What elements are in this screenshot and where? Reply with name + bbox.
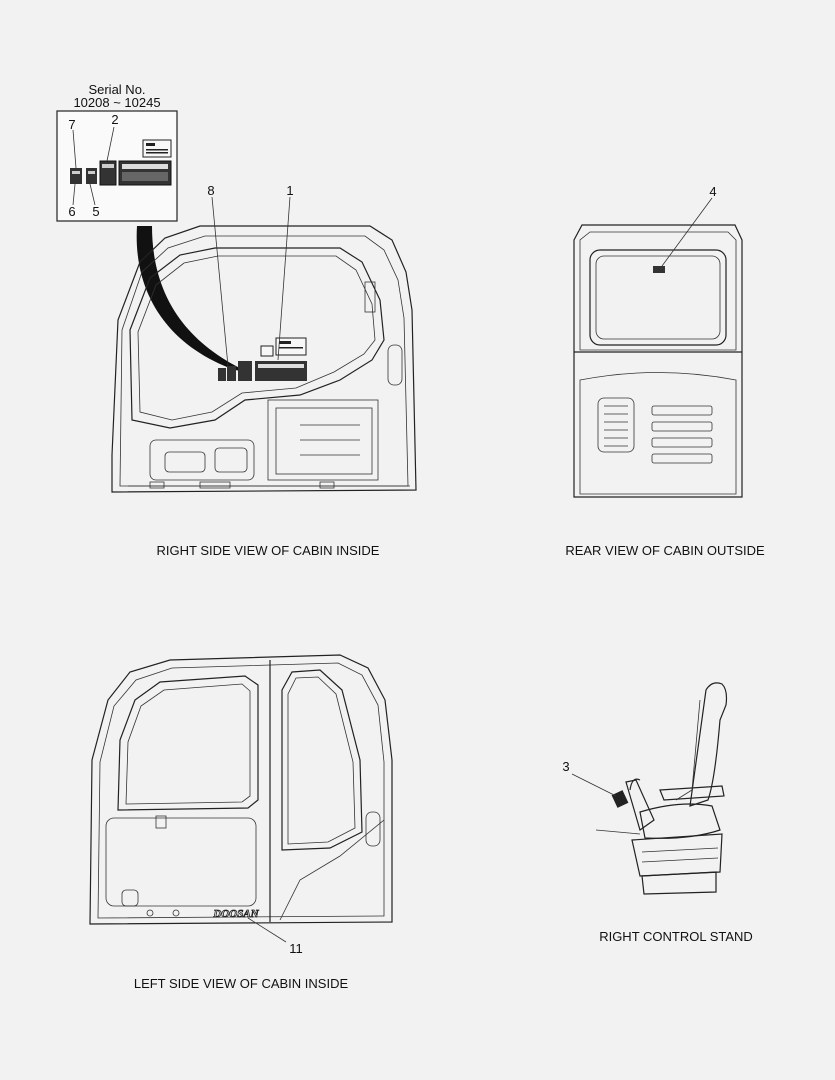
- callout-11: 11: [289, 941, 303, 956]
- caption-right-side-inside: RIGHT SIDE VIEW OF CABIN INSIDE: [157, 543, 380, 558]
- caption-rear-outside: REAR VIEW OF CABIN OUTSIDE: [565, 543, 765, 558]
- rear-cabin-view: 4: [573, 184, 743, 498]
- serial-range: 10208 ~ 10245: [73, 95, 160, 110]
- callout-6: 6: [68, 204, 75, 219]
- serial-detail-inset: Serial No. 10208 ~ 10245 7 2 6 5: [56, 82, 178, 222]
- caption-left-side-inside: LEFT SIDE VIEW OF CABIN INSIDE: [134, 976, 349, 991]
- callout-7: 7: [68, 117, 75, 132]
- caption-right-control-stand: RIGHT CONTROL STAND: [599, 929, 753, 944]
- right-side-cabin-view: 1 8: [111, 183, 417, 493]
- doosan-logo: DOOSAN: [212, 908, 259, 920]
- callout-8: 8: [207, 183, 214, 198]
- decal-1-top: [142, 139, 172, 158]
- decal-5: [86, 168, 97, 184]
- serial-title: Serial No.: [88, 82, 145, 97]
- decal-6: [70, 168, 82, 184]
- left-side-cabin-view: DOOSAN 11: [89, 654, 393, 956]
- detail-pointer: [136, 226, 248, 372]
- callout-1: 1: [286, 183, 293, 198]
- callout-2: 2: [111, 112, 118, 127]
- right-control-stand-view: 3: [562, 682, 728, 895]
- callout-3: 3: [562, 759, 569, 774]
- callout-5: 5: [92, 204, 99, 219]
- callout-4: 4: [709, 184, 716, 199]
